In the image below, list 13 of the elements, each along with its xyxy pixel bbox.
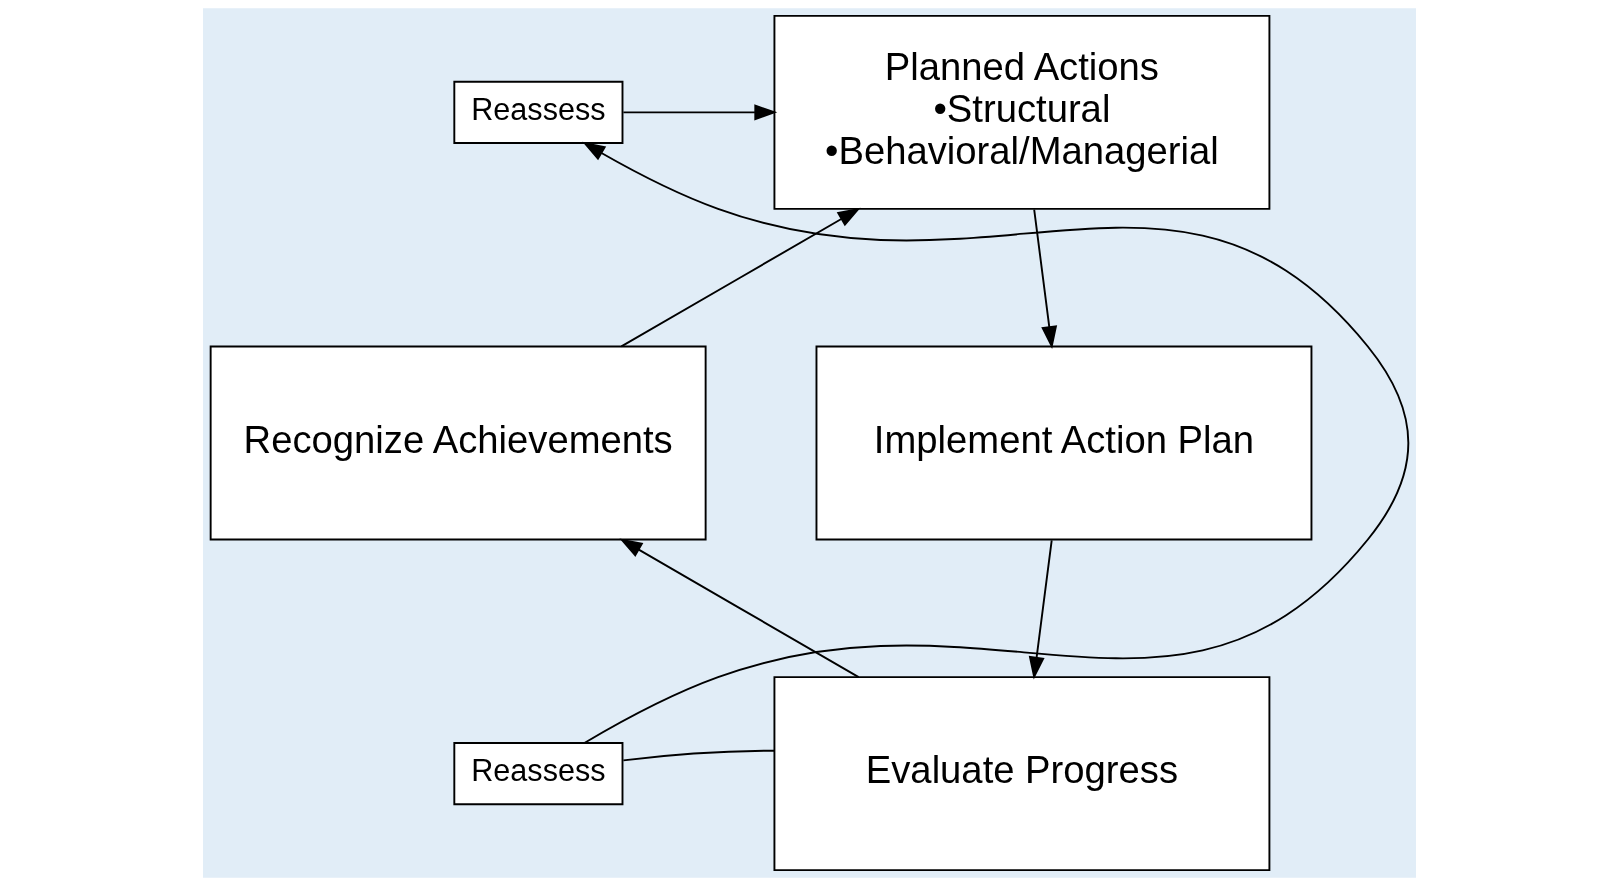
arrow xyxy=(1032,208,1057,349)
node-box: Evaluate Progress xyxy=(772,676,1270,872)
arrow xyxy=(581,141,1409,744)
node-box: Reassess xyxy=(452,742,623,806)
connector xyxy=(621,749,775,762)
node-box: Planned Actions •Structural •Behavioral/Managerial xyxy=(772,14,1270,210)
arrow xyxy=(619,207,861,348)
arrow xyxy=(618,538,860,679)
arrow xyxy=(621,104,777,121)
node-box: Implement Action Plan xyxy=(815,345,1312,541)
arrow xyxy=(1028,539,1053,680)
node-box: Reassess xyxy=(452,80,623,144)
node-box: Recognize Achievements xyxy=(209,345,707,541)
